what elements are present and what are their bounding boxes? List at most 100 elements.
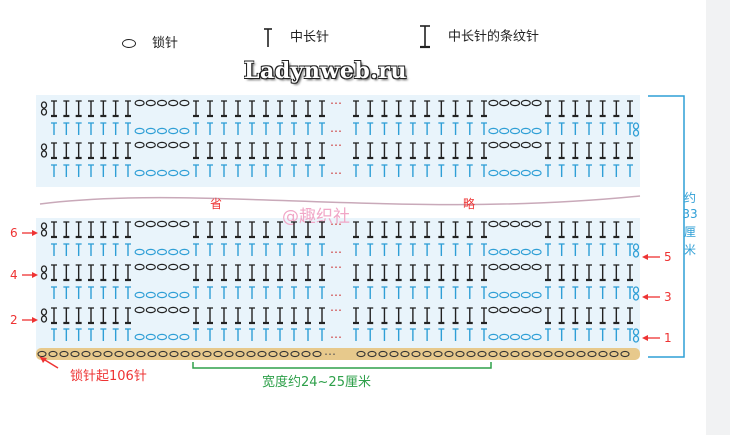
turning-chain-right	[632, 328, 640, 336]
turning-chain-right	[632, 293, 640, 301]
foundation-chain	[92, 350, 102, 358]
legend-label-hdc: 中长针	[290, 30, 330, 45]
foundation-chain	[268, 350, 278, 358]
chain-stitch	[509, 306, 521, 314]
foundation-chain	[257, 350, 267, 358]
row-label-right-3: 3	[664, 290, 672, 304]
omitted-left-text: 省	[210, 197, 222, 211]
chain-stitch-blue	[499, 169, 510, 177]
chain-stitch	[134, 306, 145, 314]
turning-chain-left	[40, 101, 48, 109]
width-label: 宽度约24~25厘米	[262, 374, 371, 390]
chain-stitch	[134, 99, 145, 107]
turning-chain-left	[40, 150, 48, 158]
row-arrowhead-right	[642, 254, 648, 260]
foundation-chain	[301, 350, 311, 358]
chain-stitch	[499, 99, 510, 107]
chain-stitch	[509, 99, 521, 107]
chain-stitch	[145, 141, 156, 149]
chain-stitch-blue	[488, 291, 499, 299]
omitted-wave-line	[39, 195, 641, 206]
turning-chain-left	[40, 108, 48, 116]
chain-stitch-blue	[168, 291, 179, 299]
omitted-right-text: 略	[463, 196, 475, 211]
chain-stitch-blue	[499, 291, 510, 299]
stitch-row-pair-1: ⋯⋯	[40, 96, 640, 138]
row-arrowhead-right	[642, 335, 648, 341]
foundation-arrowhead	[40, 357, 47, 363]
chart-band-top	[36, 95, 640, 187]
chain-stitch-blue	[156, 127, 168, 135]
foundation-chain	[356, 350, 366, 358]
center-watermark: @趣织社	[282, 207, 350, 227]
legend-label-chain: 锁针	[152, 36, 179, 51]
chain-stitch-blue	[134, 248, 145, 256]
foundation-chain	[202, 350, 212, 358]
chain-stitch-blue	[488, 169, 499, 177]
width-bracket	[192, 362, 492, 369]
chain-stitch	[488, 220, 499, 228]
foundation-chain	[136, 350, 146, 358]
chain-stitch-blue	[509, 169, 521, 177]
chain-stitch-blue	[520, 127, 531, 135]
foundation-chain	[246, 350, 256, 358]
chain-stitch-blue	[145, 248, 156, 256]
chain-stitch-blue	[134, 127, 145, 135]
chain-stitch	[134, 263, 145, 271]
foundation-chain	[488, 350, 498, 358]
page-edge	[706, 0, 730, 435]
foundation-chain	[290, 350, 300, 358]
height-label-2: 33	[682, 207, 697, 221]
chain-stitch-blue	[531, 248, 542, 256]
turning-chain-right	[632, 243, 640, 251]
foundation-chain	[609, 350, 619, 358]
turning-chain-left	[40, 222, 48, 230]
foundation-chain	[620, 350, 630, 358]
row-ellipsis-top: ⋯	[330, 96, 342, 110]
chain-stitch-blue	[499, 333, 510, 341]
turning-chain-right	[632, 286, 640, 294]
chain-stitch-blue	[531, 333, 542, 341]
chain-stitch	[488, 99, 499, 107]
chain-stitch-blue	[145, 291, 156, 299]
foundation-chain	[422, 350, 432, 358]
legend-label-hdc-ribbed: 中长针的条纹针	[448, 29, 540, 45]
foundation-chain	[400, 350, 410, 358]
chart-band-bottom	[36, 218, 640, 352]
foundation-chain	[312, 350, 322, 358]
chain-stitch-blue	[179, 248, 190, 256]
chain-stitch	[156, 220, 168, 228]
foundation-chain	[532, 350, 542, 358]
foundation-chain	[81, 350, 91, 358]
foundation-chain	[180, 350, 190, 358]
chain-stitch-blue	[488, 248, 499, 256]
chain-stitch-blue	[145, 127, 156, 135]
chain-stitch-blue	[179, 127, 190, 135]
foundation-chain	[279, 350, 289, 358]
foundation-chain	[70, 350, 80, 358]
row-ellipsis-bottom: ⋯	[330, 330, 342, 344]
chain-stitch-blue	[134, 333, 145, 341]
chain-stitch	[168, 306, 179, 314]
turning-chain-left	[40, 265, 48, 273]
chain-stitch	[509, 263, 521, 271]
chain-stitch	[531, 141, 542, 149]
foundation-chain	[48, 350, 58, 358]
turning-chain-right	[632, 129, 640, 137]
row-label-left-2: 2	[10, 313, 18, 327]
chain-stitch	[134, 220, 145, 228]
turning-chain-left	[40, 272, 48, 280]
height-label-4: 米	[684, 243, 696, 257]
foundation-chain	[411, 350, 421, 358]
chain-stitch	[179, 141, 190, 149]
foundation-chain	[37, 350, 47, 358]
chain-stitch	[179, 306, 190, 314]
chain-stitch	[499, 220, 510, 228]
chain-stitch	[509, 141, 521, 149]
chain-stitch-blue	[499, 127, 510, 135]
chain-stitch-blue	[520, 333, 531, 341]
chain-stitch	[168, 220, 179, 228]
turning-chain-right	[632, 335, 640, 343]
chain-stitch	[156, 99, 168, 107]
foundation-chain	[499, 350, 509, 358]
